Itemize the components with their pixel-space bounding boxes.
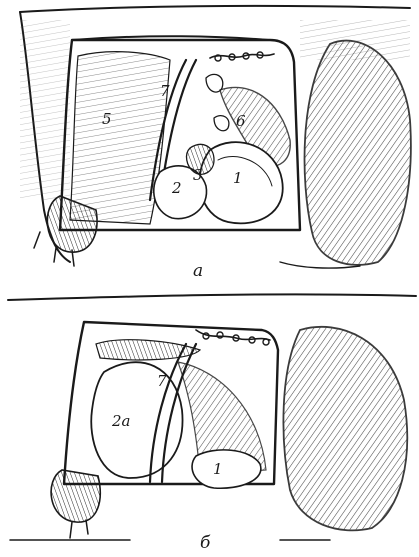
- label-7-a: 7: [160, 82, 170, 100]
- label-2: 2: [171, 179, 182, 197]
- caption-a: а: [193, 261, 203, 281]
- label-6: 6: [236, 112, 246, 130]
- udder-shape-b: [51, 470, 100, 522]
- label-1-b: 1: [213, 460, 223, 478]
- panel-a: 5 6 7 1 2 3 а: [20, 6, 411, 281]
- panel-b: 2а 7 1 б: [8, 294, 416, 553]
- label-2a: 2а: [111, 412, 131, 430]
- hind-leg-shape-b: [283, 327, 407, 531]
- label-5: 5: [102, 110, 112, 128]
- label-7-b: 7: [157, 372, 167, 390]
- organ-1-b: [192, 450, 261, 488]
- hind-leg-shape: [305, 41, 411, 265]
- label-3: 3: [193, 166, 203, 184]
- label-1-a: 1: [233, 169, 243, 187]
- caption-b: б: [200, 533, 211, 553]
